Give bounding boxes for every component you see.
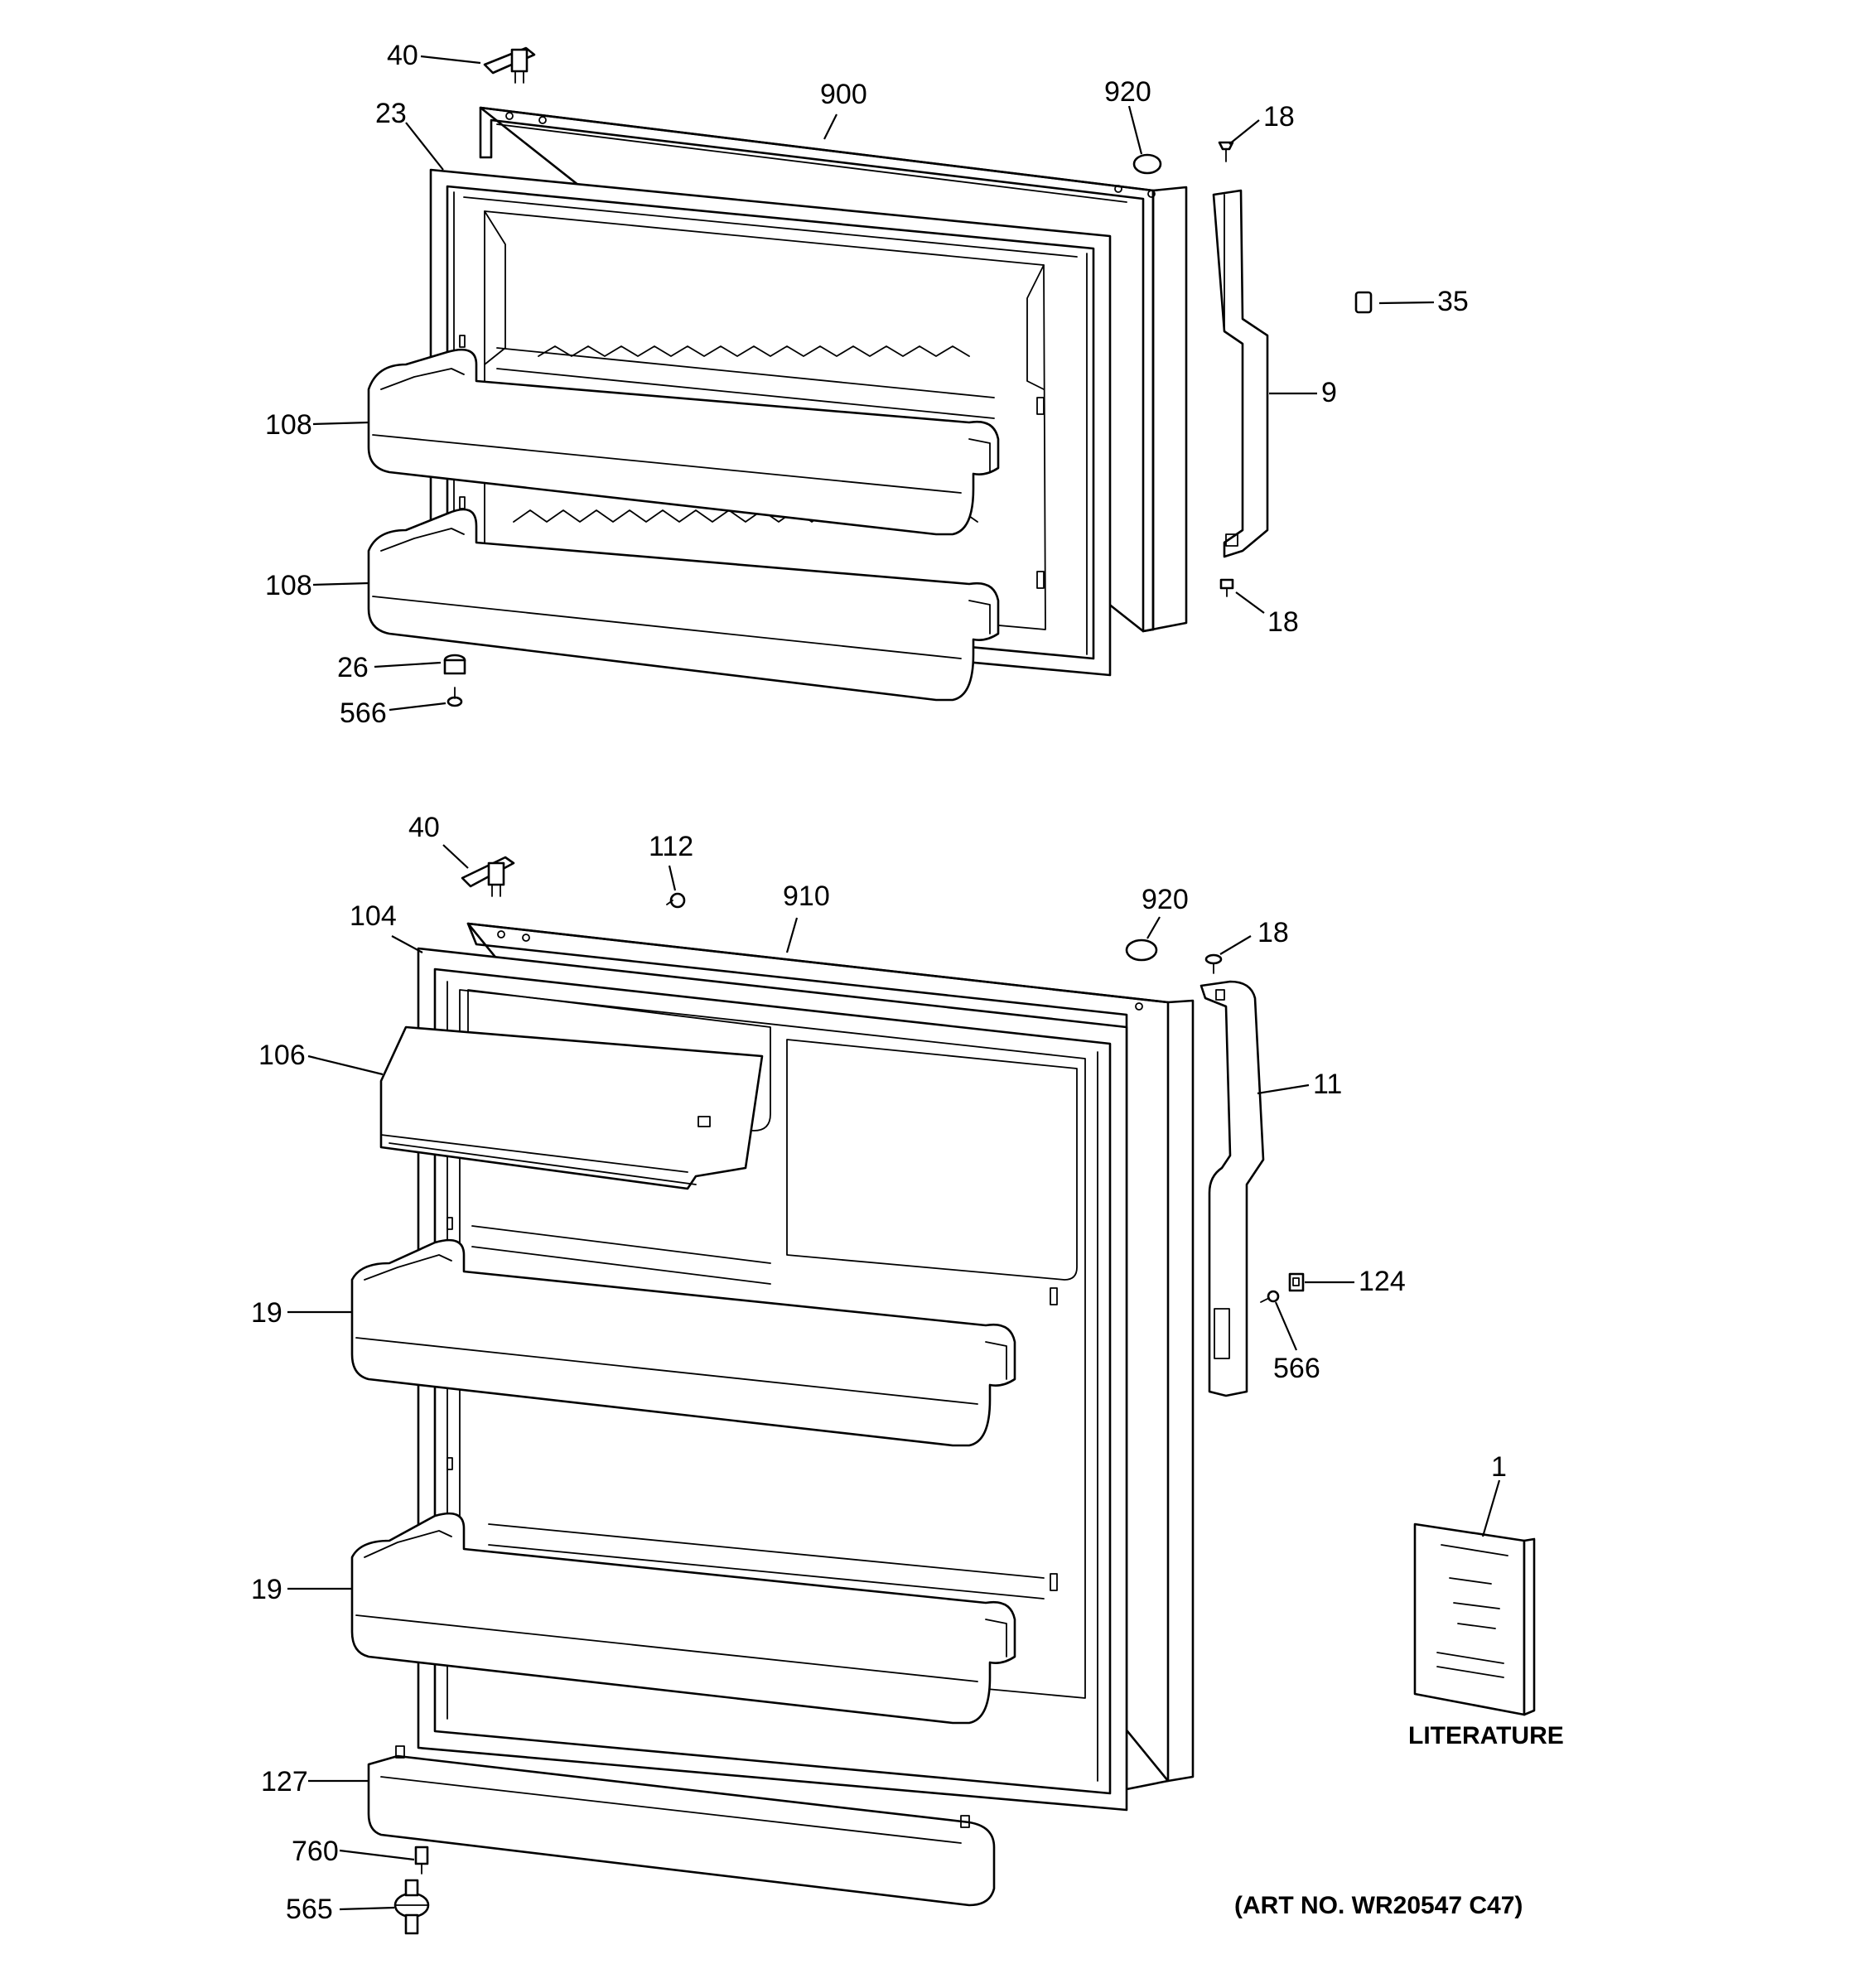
screw-112: [666, 892, 686, 909]
callout-11: 11: [1313, 1069, 1342, 1100]
callout-920-top: 920: [1104, 76, 1151, 108]
hinge-40-bottom: [461, 856, 515, 897]
literature-label: LITERATURE: [1408, 1722, 1564, 1749]
art-number: (ART NO. WR20547 C47): [1234, 1892, 1523, 1919]
callout-900: 900: [820, 79, 867, 110]
screw-18-top-lower: [1219, 578, 1234, 597]
hole-plug-920-top: [1132, 153, 1162, 175]
callout-566-top: 566: [340, 697, 387, 729]
hinge-40-top: [483, 46, 536, 84]
leader-lines: [287, 55, 1501, 1911]
callout-18-bottom: 18: [1257, 917, 1289, 948]
leveler-26: [443, 654, 466, 675]
bottom-trim-127: [367, 1745, 996, 1907]
fresh-food-bin-19-lower: [350, 1512, 1016, 1725]
part-760: [414, 1846, 429, 1875]
callout-127: 127: [261, 1766, 308, 1797]
callout-9: 9: [1321, 377, 1337, 408]
callout-19-upper: 19: [251, 1297, 282, 1329]
fresh-food-bin-19-upper: [350, 1238, 1016, 1447]
screw-566-bottom: [1260, 1290, 1280, 1303]
callout-19-lower: 19: [251, 1574, 282, 1605]
callout-26: 26: [337, 652, 369, 683]
callout-106: 106: [258, 1040, 306, 1071]
callout-920-bottom: 920: [1142, 884, 1189, 915]
callout-23: 23: [375, 98, 407, 129]
screw-18-top-upper: [1218, 141, 1234, 162]
callout-1: 1: [1491, 1451, 1507, 1483]
screw-18-bottom: [1204, 953, 1223, 974]
callout-18-top-upper: 18: [1263, 101, 1295, 133]
callout-18-top-lower: 18: [1267, 606, 1299, 638]
callout-910: 910: [783, 881, 830, 912]
callout-40-bottom: 40: [408, 812, 440, 843]
callout-112: 112: [649, 831, 693, 862]
bracket-565: [393, 1879, 430, 1935]
callout-565: 565: [286, 1894, 333, 1925]
callout-104: 104: [350, 900, 397, 932]
callout-labels: 40 23 900 920 18 35 9 108 108 18 26 566 …: [251, 40, 1564, 1925]
cap-35: [1354, 291, 1373, 314]
hole-plug-920-bottom: [1125, 939, 1158, 962]
freezer-door-bin-108-upper: [367, 348, 1000, 536]
callout-124: 124: [1359, 1266, 1406, 1297]
door-handle-11: [1199, 980, 1265, 1397]
fresh-food-door-assembly: [350, 856, 1536, 1935]
callout-566-bottom: 566: [1273, 1353, 1320, 1384]
callout-108-lower: 108: [265, 570, 312, 601]
callout-108-upper: 108: [265, 409, 312, 441]
literature-booklet-1: [1413, 1522, 1536, 1716]
callout-760: 760: [292, 1836, 339, 1867]
clip-124: [1288, 1272, 1305, 1292]
callout-40-top: 40: [387, 40, 418, 71]
dairy-compartment-106: [379, 1025, 764, 1190]
freezer-door-bin-108-lower: [367, 508, 1000, 702]
screw-566-top: [446, 687, 463, 707]
callout-35: 35: [1437, 286, 1469, 317]
door-handle-9: [1212, 189, 1269, 558]
freezer-door-assembly: [367, 46, 1373, 707]
